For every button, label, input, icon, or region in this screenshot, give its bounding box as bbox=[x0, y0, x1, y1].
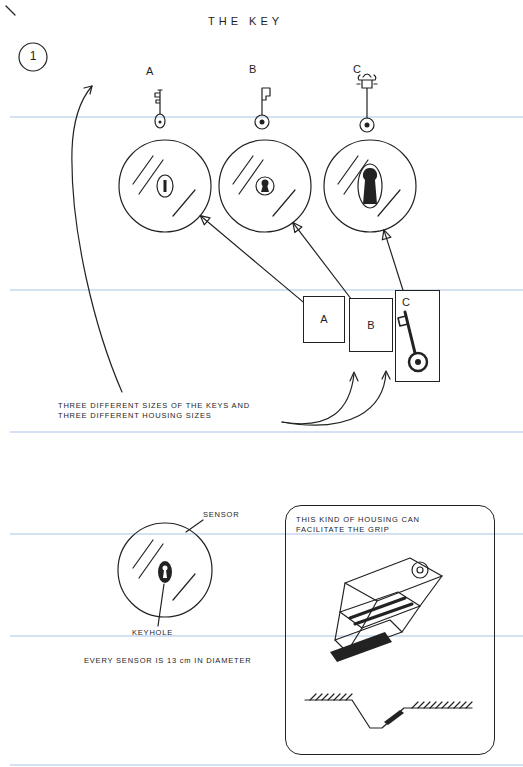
sweep-arrowhead bbox=[84, 86, 92, 94]
keyhole-opening bbox=[163, 570, 167, 578]
key-hole bbox=[260, 120, 265, 125]
outline-circle bbox=[324, 140, 416, 232]
keyhole-rim bbox=[157, 175, 173, 197]
key-bow bbox=[155, 114, 165, 128]
note-pointer bbox=[282, 372, 386, 425]
ruled-line bbox=[10, 533, 523, 534]
housing-piece bbox=[384, 710, 404, 725]
node-text: THIS KIND OF HOUSING CAN FACILITATE THE … bbox=[296, 515, 446, 535]
note-box: THIS KIND OF HOUSING CAN FACILITATE THE … bbox=[285, 505, 495, 755]
connector-line bbox=[384, 230, 403, 290]
key-housing: C bbox=[323, 60, 417, 234]
key-shaft bbox=[155, 90, 162, 114]
node-text: B bbox=[249, 62, 256, 76]
note-arrowhead bbox=[350, 372, 358, 381]
node-text: A bbox=[320, 312, 327, 326]
callout-label: SENSOR bbox=[203, 510, 283, 520]
ruled-line bbox=[10, 764, 523, 765]
note-arrowhead bbox=[382, 371, 390, 379]
keyhole-rim bbox=[256, 177, 274, 195]
node-outline bbox=[118, 60, 212, 234]
outline-circle bbox=[119, 140, 211, 232]
ground-hatch bbox=[412, 702, 472, 708]
keyhole-rim bbox=[358, 164, 382, 208]
keyhole-opening bbox=[163, 566, 168, 571]
key-shaft bbox=[262, 88, 270, 115]
node-text: A bbox=[146, 64, 153, 78]
key-bow bbox=[360, 118, 374, 132]
housing-knob bbox=[417, 567, 423, 573]
key-housing: A bbox=[118, 60, 212, 234]
connector-line bbox=[293, 223, 351, 298]
keyhole-slot bbox=[158, 561, 172, 583]
housing-knob bbox=[412, 562, 428, 578]
ruled-line bbox=[10, 431, 523, 432]
callout-circle: 1 bbox=[18, 42, 48, 72]
ground-hatch bbox=[310, 694, 352, 700]
note-pointer bbox=[282, 374, 354, 424]
key-bow bbox=[409, 353, 427, 371]
key-shaft bbox=[357, 74, 377, 118]
leader-line bbox=[158, 584, 164, 626]
arrow-connector bbox=[293, 223, 351, 298]
arrow-connector bbox=[382, 230, 403, 290]
housing-size-box: C bbox=[395, 290, 440, 382]
node-text: C bbox=[353, 62, 361, 76]
key-bow bbox=[255, 115, 269, 129]
dimension-note: EVERY SENSOR IS 13 cm IN DIAMETER bbox=[84, 656, 284, 666]
key-hole bbox=[415, 359, 421, 365]
keyhole-slot bbox=[363, 168, 377, 204]
ruled-line bbox=[10, 289, 523, 290]
arrowhead bbox=[200, 216, 210, 225]
housing-shading bbox=[350, 598, 412, 624]
node-outline bbox=[218, 60, 312, 234]
leader-line bbox=[186, 520, 203, 532]
ground-profile bbox=[305, 700, 472, 728]
outline-circle bbox=[19, 43, 47, 71]
node-text: C bbox=[402, 295, 439, 309]
arrow-connector bbox=[200, 216, 303, 302]
keyhole-slot bbox=[261, 185, 269, 192]
outline-circle bbox=[219, 140, 311, 232]
sensor-circle bbox=[118, 523, 212, 617]
callout-label: KEYHOLE bbox=[132, 628, 212, 638]
key-bit bbox=[398, 316, 408, 326]
housing-shading bbox=[330, 632, 392, 662]
key-hole bbox=[365, 123, 370, 128]
connector-line bbox=[200, 216, 303, 302]
ruled-line bbox=[10, 635, 523, 636]
glass-glare bbox=[133, 540, 195, 600]
housing-plate bbox=[345, 558, 442, 601]
pen-stroke bbox=[6, 6, 15, 15]
glass-glare bbox=[233, 156, 295, 216]
glass-glare bbox=[133, 156, 195, 216]
key-shaft bbox=[405, 312, 415, 353]
key-hole bbox=[159, 121, 162, 124]
sweep-stroke bbox=[72, 86, 122, 392]
arrowhead bbox=[293, 223, 302, 233]
node-text: 1 bbox=[30, 49, 37, 65]
keyhole-slot bbox=[164, 180, 167, 192]
node-text: B bbox=[367, 318, 374, 332]
note-text: THREE DIFFERENT SIZES OF THE KEYS AND TH… bbox=[58, 401, 272, 421]
key-housing: B bbox=[218, 60, 312, 234]
arrowhead bbox=[382, 230, 391, 240]
housing-size-box: B bbox=[349, 298, 393, 352]
housing-size-box: A bbox=[303, 296, 345, 343]
node-outline bbox=[323, 60, 417, 234]
node-outline bbox=[18, 42, 48, 72]
glass-glare bbox=[338, 156, 400, 216]
page-title: THE KEY bbox=[208, 14, 283, 28]
